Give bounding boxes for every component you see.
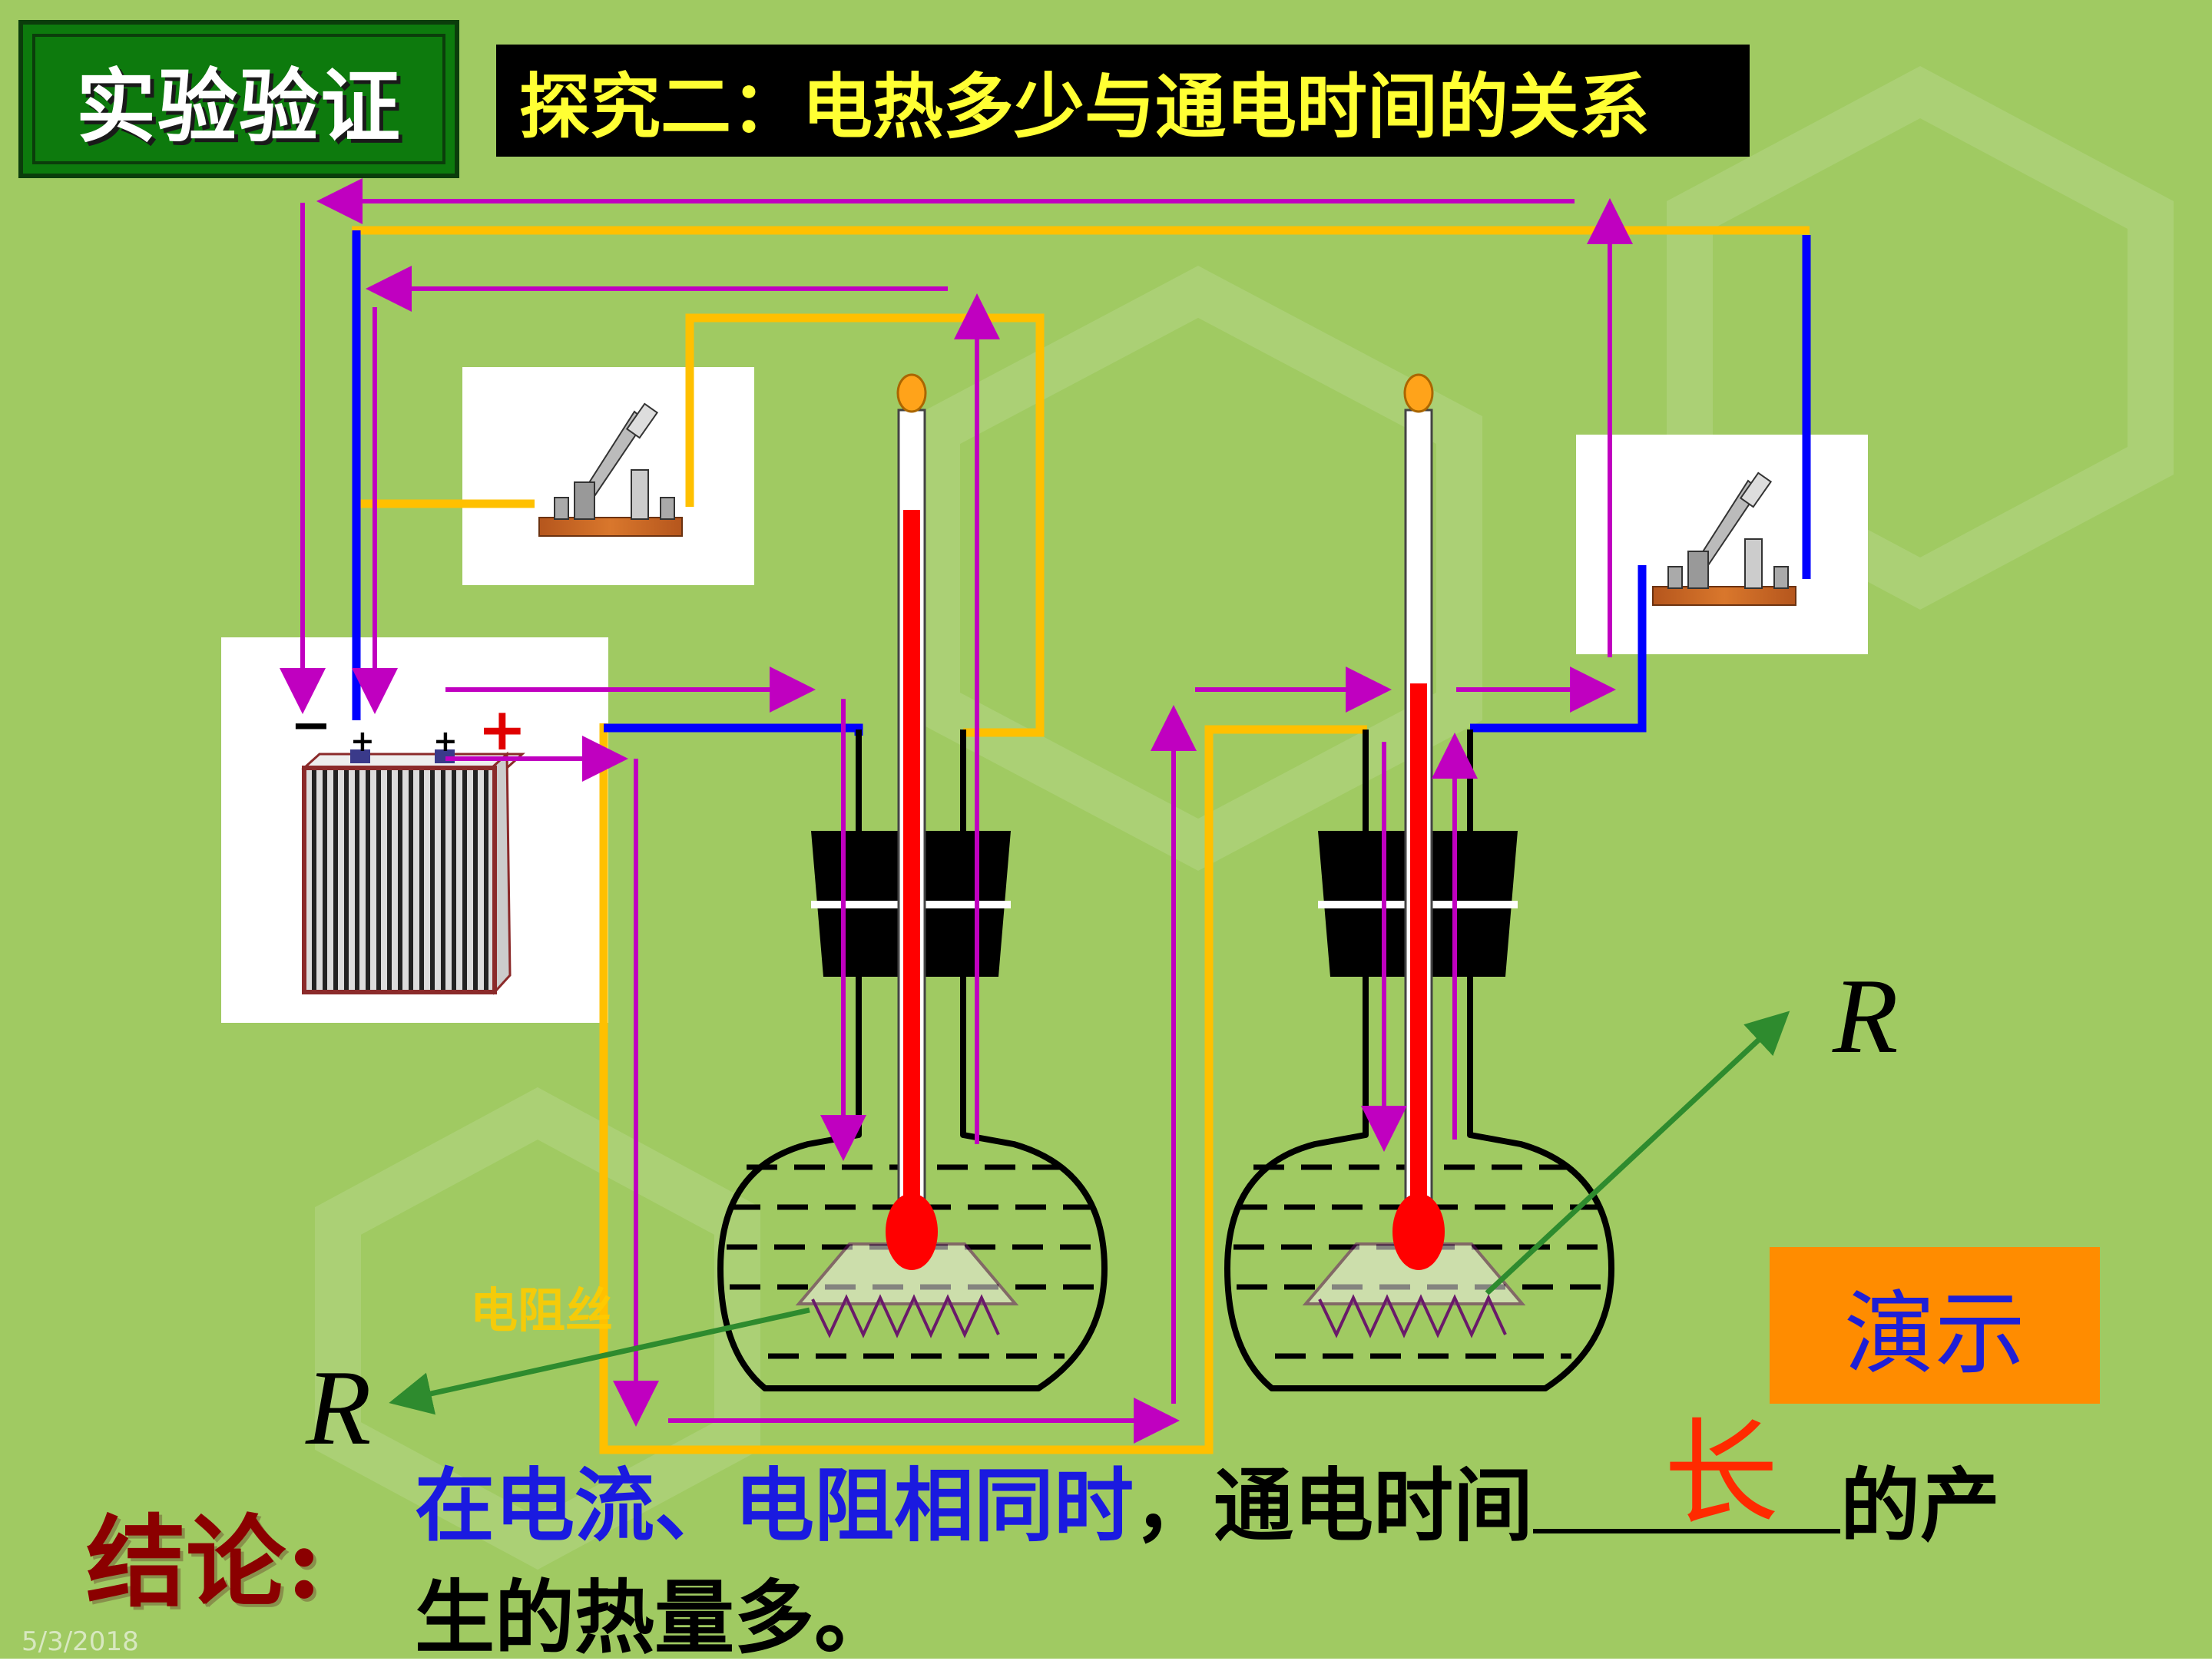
knife-switch-icon	[1652, 471, 1796, 606]
flask-icon	[1224, 729, 1614, 1391]
resistor-coil-icon	[1302, 1242, 1526, 1338]
resistor-label-right: R	[1833, 957, 1899, 1076]
slide-subtitle-box: 探究二：电热多少与通电时间的关系	[496, 45, 1750, 157]
conclusion-text: 在电流、电阻相同时，通电时间长的产 生的热量多。	[415, 1417, 2181, 1674]
svg-text:+: +	[433, 724, 458, 758]
slide-title-box: 实验验证	[18, 20, 459, 178]
svg-text:+: +	[478, 695, 527, 763]
conclusion-mid: ，通电时间	[1134, 1459, 1534, 1553]
demo-button[interactable]: 演示	[1770, 1247, 2100, 1404]
battery-icon	[301, 749, 525, 995]
demo-button-label: 演示	[1843, 1280, 2025, 1387]
conclusion-tail: 的产	[1840, 1459, 2001, 1553]
knife-switch-icon	[538, 402, 683, 537]
slide-subtitle: 探究二：电热多少与通电时间的关系	[519, 65, 1651, 148]
thermometer-icon	[886, 373, 938, 1270]
slide-title: 实验验证	[75, 58, 402, 154]
conclusion-condition: 在电流、电阻相同时	[415, 1459, 1134, 1553]
svg-text:−: −	[290, 697, 332, 754]
svg-text:+: +	[350, 724, 375, 758]
slide-date: 5/3/2018	[22, 1626, 139, 1657]
resistor-coil-icon	[795, 1242, 1019, 1338]
resistance-wire-label: 电阻丝	[470, 1282, 614, 1338]
conclusion-heading: 结论:	[86, 1504, 323, 1621]
thermometer-icon	[1392, 373, 1445, 1270]
resistor-label-left: R	[306, 1348, 372, 1467]
conclusion-line2: 生的热量多。	[415, 1571, 895, 1665]
answer-text: 长	[1664, 1408, 1780, 1541]
flask-icon	[717, 729, 1108, 1391]
answer-blank: 长	[1533, 1417, 1841, 1533]
